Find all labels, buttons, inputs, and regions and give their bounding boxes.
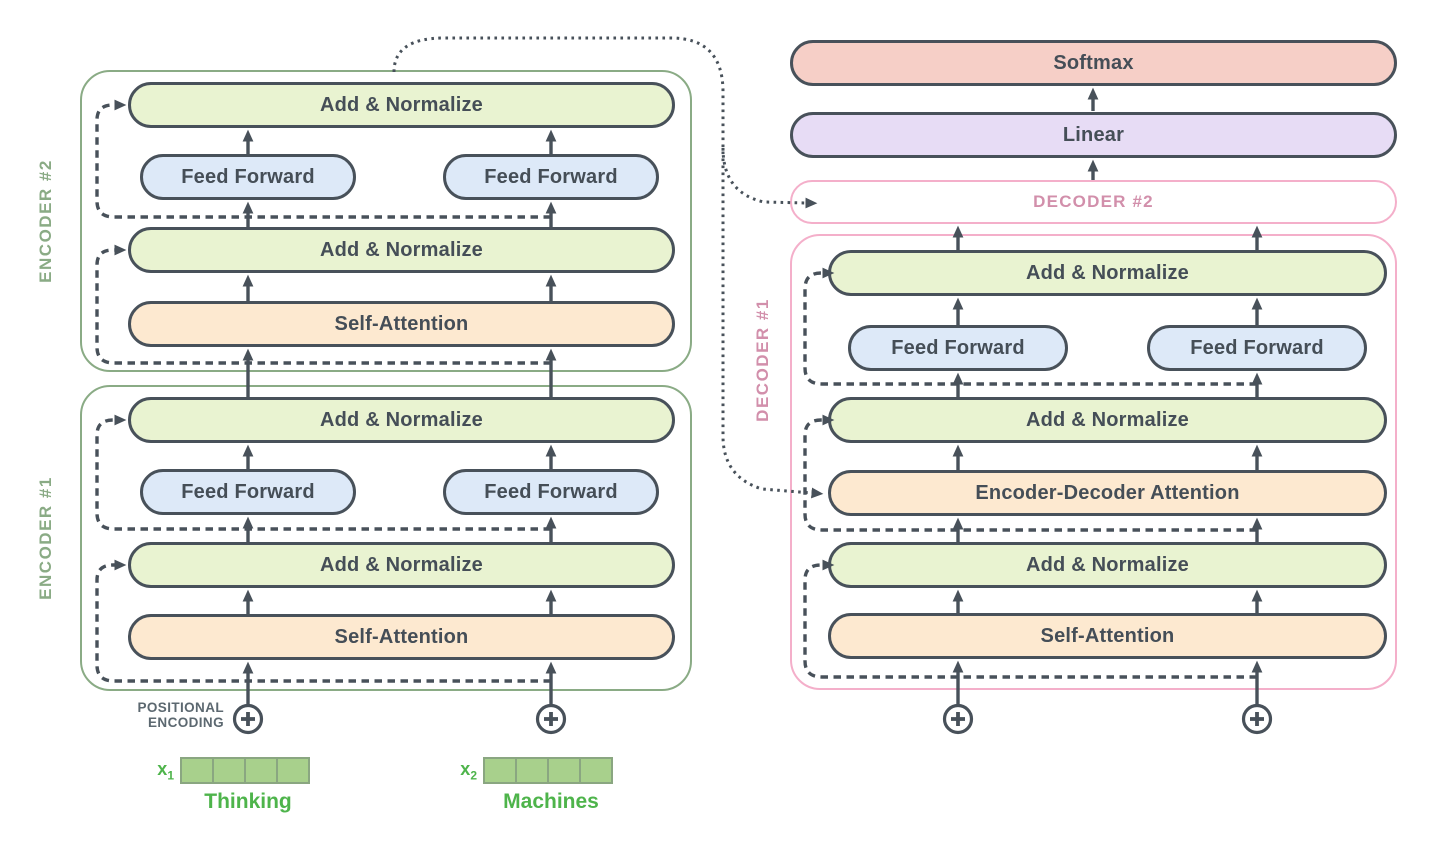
embedding-cell — [579, 757, 613, 784]
encoder2-add-normalize-mid: Add & Normalize — [128, 227, 675, 273]
positional-encoding-line2: ENCODING — [148, 715, 224, 730]
embedding-cell — [180, 757, 214, 784]
decoder1-add-normalize-bottom: Add & Normalize — [828, 542, 1387, 588]
decoder1-feed-forward-left: Feed Forward — [848, 325, 1068, 371]
positional-encoding-line1: POSITIONAL — [137, 700, 224, 715]
decoder-2-box: DECODER #2 — [790, 180, 1397, 224]
positional-encoding-label: POSITIONAL ENCODING — [90, 700, 224, 730]
input-word-2: Machines — [503, 790, 599, 813]
encoder1-self-attention: Self-Attention — [128, 614, 675, 660]
decoder1-feed-forward-right: Feed Forward — [1147, 325, 1367, 371]
embedding-cell — [515, 757, 549, 784]
embedding-vector-x2 — [483, 757, 613, 784]
decoder-1-label: DECODER #1 — [753, 298, 772, 422]
encoder1-add-normalize-mid: Add & Normalize — [128, 542, 675, 588]
embedding-cell — [276, 757, 310, 784]
encoder2-feed-forward-left: Feed Forward — [140, 154, 356, 200]
input-word-1: Thinking — [204, 790, 292, 813]
encoder2-self-attention: Self-Attention — [128, 301, 675, 347]
encoder1-feed-forward-left: Feed Forward — [140, 469, 356, 515]
encoder1-add-normalize-top: Add & Normalize — [128, 397, 675, 443]
linear-layer: Linear — [790, 112, 1397, 158]
decoder1-add-normalize-top: Add & Normalize — [828, 250, 1387, 296]
encoder-1-label: ENCODER #1 — [36, 476, 55, 600]
decoder1-encoder-decoder-attention: Encoder-Decoder Attention — [828, 470, 1387, 516]
decoder1-self-attention: Self-Attention — [828, 613, 1387, 659]
encoder1-feed-forward-right: Feed Forward — [443, 469, 659, 515]
encoder-1-box — [80, 385, 692, 691]
embedding-label-x2: x2 — [460, 759, 477, 783]
encoder2-feed-forward-right: Feed Forward — [443, 154, 659, 200]
softmax-layer: Softmax — [790, 40, 1397, 86]
embedding-cell — [547, 757, 581, 784]
encoder-2-label: ENCODER #2 — [36, 159, 55, 283]
embedding-vector-x1 — [180, 757, 310, 784]
embedding-label-x1: x1 — [157, 759, 174, 783]
embedding-cell — [212, 757, 246, 784]
embedding-cell — [244, 757, 278, 784]
embedding-cell — [483, 757, 517, 784]
encoder2-add-normalize-top: Add & Normalize — [128, 82, 675, 128]
decoder1-add-normalize-mid: Add & Normalize — [828, 397, 1387, 443]
positional-add-symbols — [232, 703, 1273, 735]
